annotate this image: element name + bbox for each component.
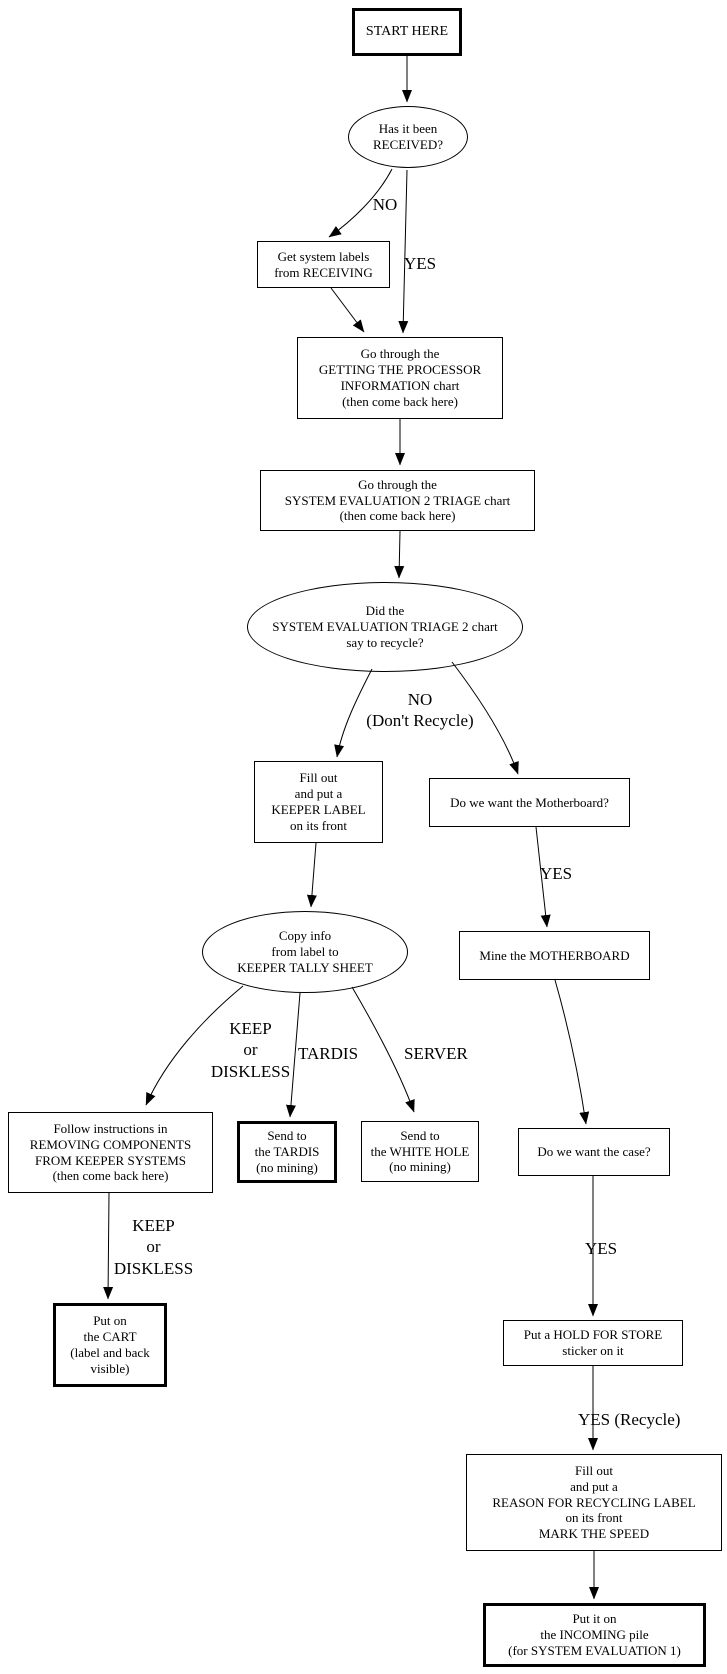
edge-copyinfo-whitehole: [351, 986, 415, 1113]
node-say-to-recycle-question: Did the SYSTEM EVALUATION TRIAGE 2 chart…: [247, 582, 523, 672]
node-copy-info-tally-sheet: Copy info from label to KEEPER TALLY SHE…: [202, 911, 408, 993]
node-want-case-question: Do we want the case?: [518, 1128, 670, 1176]
edge-triage-recycleq: [394, 530, 405, 579]
edge-label-no: NO: [372, 195, 398, 214]
node-put-on-cart: Put on the CART (label and back visible): [53, 1303, 167, 1387]
edge-motherboardq-minemb: [535, 826, 551, 928]
node-hold-for-store-sticker: Put a HOLD FOR STORE sticker on it: [503, 1320, 683, 1366]
edge-getlabels-processor: [330, 287, 365, 333]
edge-label-server: SERVER: [404, 1044, 468, 1063]
edge-label-no-dont-recycle: NO (Don't Recycle): [366, 690, 474, 731]
node-mine-motherboard: Mine the MOTHERBOARD: [459, 931, 650, 980]
node-processor-information-chart: Go through the GETTING THE PROCESSOR INF…: [297, 337, 503, 419]
edge-label-tardis: TARDIS: [298, 1044, 359, 1063]
node-keeper-label: Fill out and put a KEEPER LABEL on its f…: [254, 761, 383, 843]
edge-copyinfo-tardis: [285, 992, 301, 1118]
edge-label-yes-case: YES: [585, 1239, 618, 1258]
edge-label-keep-or-diskless-1: KEEP or DISKLESS: [210, 1019, 291, 1081]
edge-followinstr-cart: [103, 1192, 114, 1300]
edge-label-yes-motherboard: YES: [540, 864, 573, 883]
node-follow-removing-components: Follow instructions in REMOVING COMPONEN…: [8, 1112, 213, 1193]
edge-label-keep-or-diskless-2: KEEP or DISKLESS: [113, 1216, 194, 1278]
node-get-system-labels: Get system labels from RECEIVING: [257, 241, 390, 288]
edge-keeperlabel-copyinfo: [306, 842, 317, 908]
node-send-to-white-hole: Send to the WHITE HOLE (no mining): [361, 1121, 479, 1182]
edge-recycleq-motherboardq: [451, 661, 519, 775]
edge-label-yes-recycle: YES (Recycle): [578, 1410, 681, 1429]
node-reason-for-recycling-label: Fill out and put a REASON FOR RECYCLING …: [466, 1454, 722, 1551]
node-incoming-pile: Put it on the INCOMING pile (for SYSTEM …: [483, 1603, 706, 1667]
edge-copyinfo-followinstr: [145, 985, 244, 1106]
node-want-motherboard-question: Do we want the Motherboard?: [429, 778, 630, 827]
node-evaluation-triage-chart: Go through the SYSTEM EVALUATION 2 TRIAG…: [260, 470, 535, 531]
node-send-to-tardis: Send to the TARDIS (no mining): [237, 1121, 337, 1183]
edge-recycleq-keeperlabel: [334, 668, 373, 758]
edge-received-getlabels: [328, 168, 393, 238]
node-start-here: START HERE: [352, 8, 462, 56]
node-has-it-been-received: Has it been RECEIVED?: [348, 106, 468, 168]
edge-label-yes: YES: [404, 254, 437, 273]
edge-minemb-caseq: [554, 979, 590, 1125]
edge-received-processor: [398, 169, 409, 334]
